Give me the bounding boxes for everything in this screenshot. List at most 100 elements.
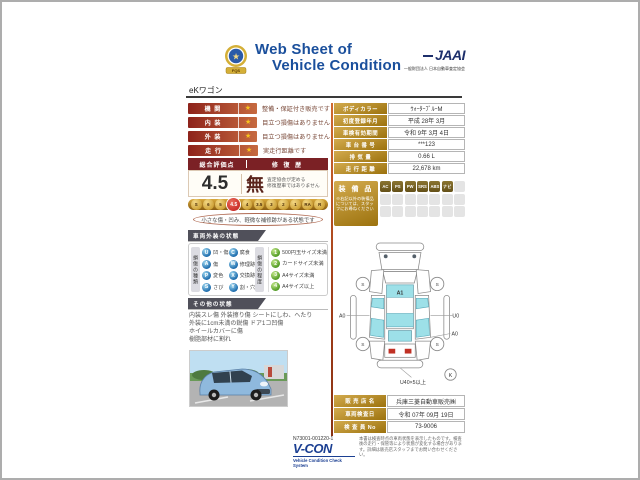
scale-dot: 5	[215, 199, 226, 210]
rating-label-bar: 外 装 ★	[188, 131, 258, 142]
equipment-badge-grid: AC PS PW SRS ABS ナビ	[380, 181, 465, 226]
rating-row-engine: 機 関 ★ 整備・保証付き販売です	[188, 103, 330, 114]
star-icon: ★	[238, 117, 257, 128]
equipment-badge-empty	[392, 193, 404, 205]
svg-text:FQS: FQS	[232, 68, 241, 73]
equipment-badge-empty	[404, 206, 416, 218]
diagram-corner-mark: K	[449, 373, 453, 379]
repair-history-value: 無	[246, 174, 264, 195]
evaluation-header: 総合評価点 修 復 歴	[188, 158, 328, 170]
degree-icon: 3	[271, 270, 281, 280]
jaai-logo: JAAI 一般財団法人 日本自動車査定協会	[404, 47, 465, 72]
rating-desc: 整備・保証付き販売です	[261, 106, 330, 113]
equipment-badge: ABS	[429, 181, 441, 192]
vcon-logo-block: N73001-001220-1 V-CON Vehicle Condition …	[293, 436, 355, 468]
evaluation-body: 4.5 無 査定協会が定める 修復歴車ではありません	[188, 170, 328, 197]
rating-label: 外 装	[204, 135, 222, 141]
diagram-right-lower-mark: A0	[451, 331, 457, 337]
rating-label-bar: 内 装 ★	[188, 117, 258, 128]
footer-disclaimer: 本書は検査時点の車両状態を表示したものです。検査後の走行・保管等により状態が変化…	[359, 436, 463, 458]
other-note-line: ホイールカバーに傷	[189, 329, 243, 335]
scale-dot: 3	[266, 199, 277, 210]
damage-type-icon: S	[202, 282, 211, 292]
equipment-note: ※右記以外の装備品については、スタッフにお尋ねください	[336, 196, 374, 211]
title-line1: Web Sheet of	[255, 41, 353, 58]
degree-icon: 4	[271, 281, 281, 291]
vehicle-condition-sheet: ★ FQS Web Sheet of Vehicle Condition JAA…	[183, 35, 465, 468]
equipment-badge: PS	[392, 181, 404, 192]
table-row: 車両検査日令和 07年 09月 19日	[334, 408, 465, 420]
scale-dot: 3.5	[253, 199, 265, 210]
other-note-line: 樹脂部材に割れ	[189, 337, 232, 343]
rating-scale-bar: S 6 5 4.5 4 3.5 3 2 1 RA R	[188, 198, 328, 211]
damage-type-icon: A	[202, 259, 211, 269]
other-section-title: その他の状態	[188, 298, 266, 309]
table-row: 販 売 店 名兵庫三菱自動車販売㈱	[334, 395, 465, 407]
equipment-label-box: 装 備 品 ※右記以外の装備品については、スタッフにお尋ねください	[334, 181, 378, 226]
rating-label: 機 関	[204, 107, 222, 113]
scale-dot: 1	[290, 199, 301, 210]
degree-icon: 1	[271, 248, 281, 258]
header-divider	[186, 96, 462, 98]
star-icon: ★	[237, 103, 257, 114]
diagram-roof-mark: A1	[397, 290, 404, 296]
rating-row-mileage: 走 行 ★ 実走行距離です	[188, 145, 330, 156]
star-icon: ★	[239, 145, 258, 156]
equipment-badge-empty	[417, 193, 428, 205]
equipment-badge-empty	[454, 181, 465, 192]
vehicle-photo	[189, 350, 288, 407]
damage-type-icon: P	[202, 271, 211, 281]
rating-desc: 目立つ損傷はありません	[262, 134, 330, 141]
exterior-section-title: 車両外装の状態	[188, 230, 266, 241]
damage-type-header: 損傷の種類	[191, 247, 200, 292]
damage-type-icon: C	[228, 248, 238, 258]
column-divider	[330, 103, 333, 436]
wheel-mark-icons: S S S S	[361, 282, 439, 348]
table-row: 車 台 番 号***123	[334, 139, 465, 150]
damage-type-icon: W	[228, 259, 238, 269]
equipment-title: 装 備 品	[338, 186, 374, 193]
equipment-badge-empty	[380, 193, 391, 205]
rating-row-interior: 内 装 ★ 目立つ損傷はありません	[188, 117, 330, 128]
serial-number: N73001-001220-1	[293, 436, 334, 442]
rating-row-exterior: 外 装 ★ 目立つ損傷はありません	[188, 131, 330, 142]
table-row: 車検有効期間令和 9年 3月 4日	[334, 127, 465, 138]
scale-dot: 6	[203, 199, 214, 210]
svg-text:S: S	[361, 282, 364, 288]
vcon-logo: V-CON	[293, 441, 332, 456]
evaluation-header-repair: 修 復 歴	[271, 162, 304, 169]
fqs-emblem-icon: ★ FQS	[223, 44, 249, 76]
jaai-subtext: 一般財団法人 日本自動車査定協会	[403, 66, 465, 71]
equipment-badge-empty	[417, 206, 428, 218]
svg-text:★: ★	[232, 52, 240, 62]
jaai-dash-icon	[423, 54, 434, 57]
diagram-right-mark: U0	[452, 313, 459, 319]
damage-type-icon: X	[228, 271, 238, 281]
equipment-badge: ナビ	[441, 181, 453, 192]
damage-type-icon: U	[202, 248, 211, 258]
equipment-badge-empty	[429, 206, 441, 218]
dealer-table: 販 売 店 名兵庫三菱自動車販売㈱ 車両検査日令和 07年 09月 19日 検 …	[334, 395, 465, 433]
overall-score: 4.5	[201, 172, 229, 194]
header-divider-line	[246, 160, 247, 168]
svg-text:S: S	[361, 342, 364, 348]
scale-dot: RA	[302, 199, 313, 210]
footer: N73001-001220-1 V-CON Vehicle Condition …	[293, 436, 465, 468]
scale-dot: S	[191, 199, 202, 210]
other-note-line: 内装スレ傷 外装擦り傷 シートにしわ、へたり	[189, 313, 313, 319]
scale-dot-active: 4.5	[227, 198, 241, 211]
svg-text:S: S	[436, 342, 439, 348]
rating-label-bar: 走 行 ★	[188, 145, 258, 156]
